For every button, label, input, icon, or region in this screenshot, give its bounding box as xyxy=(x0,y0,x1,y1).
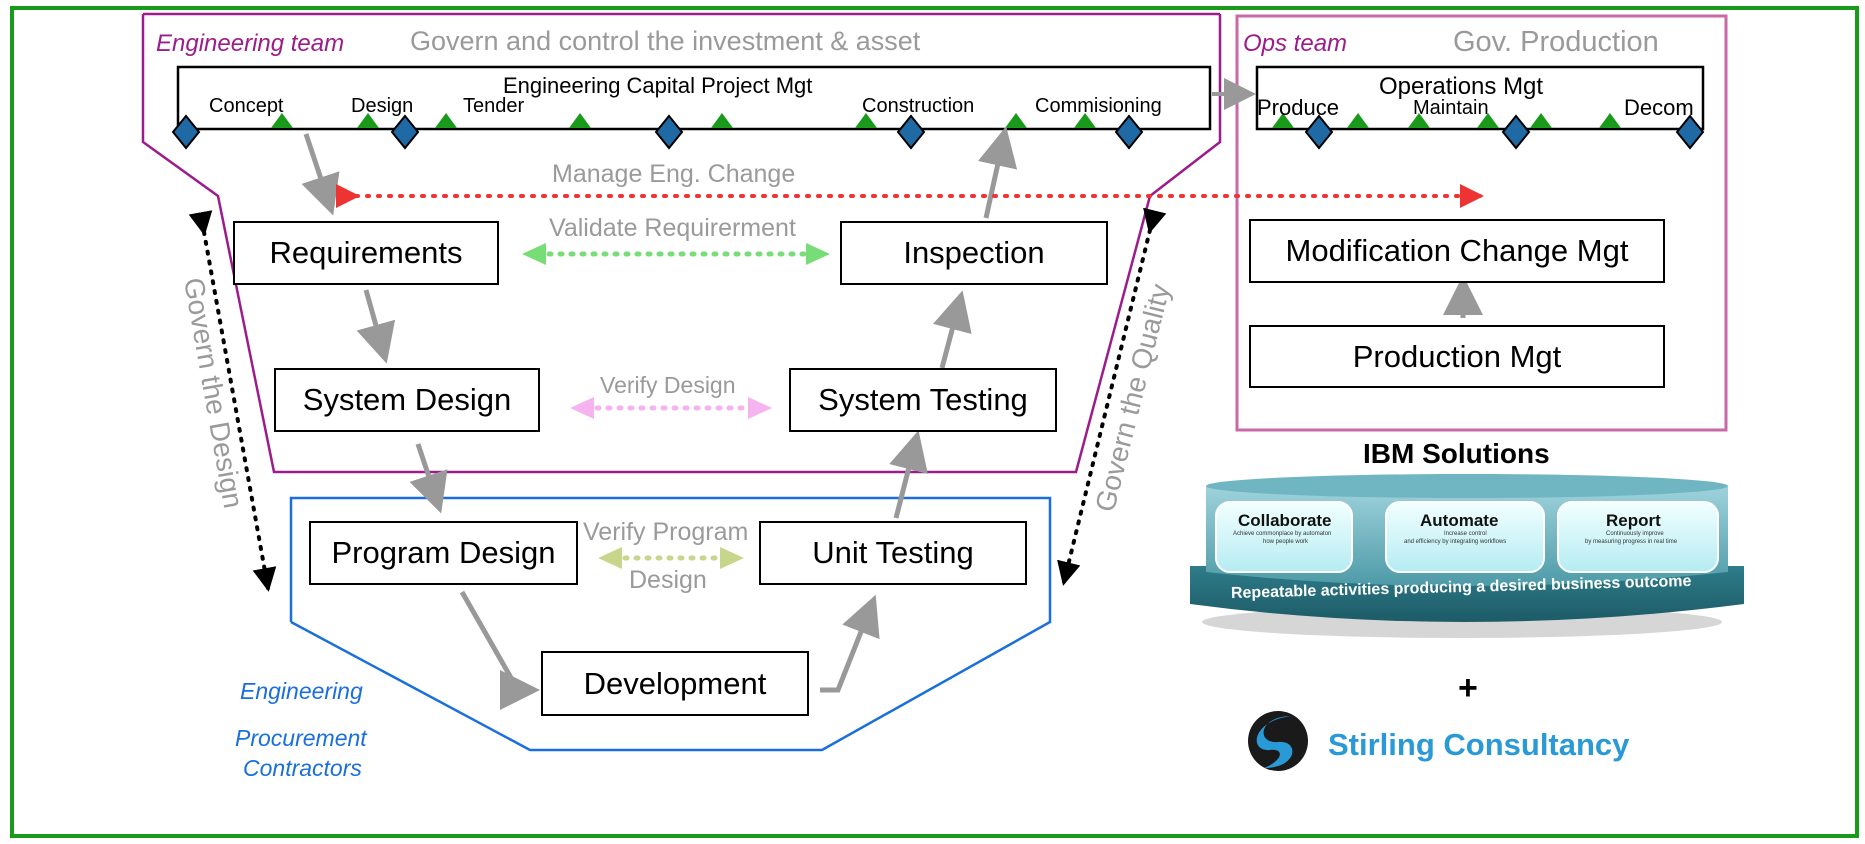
collaborate-card xyxy=(1215,501,1353,573)
modification-change-box: Modification Change Mgt xyxy=(1249,219,1665,283)
outer-frame xyxy=(10,6,1859,838)
milestone-triangle xyxy=(435,113,457,128)
system-testing-box: System Testing xyxy=(789,368,1057,432)
govern-design-arrow xyxy=(188,210,277,592)
report-card xyxy=(1557,501,1719,573)
milestone-diamond xyxy=(1304,114,1334,150)
contractors-line-3: Contractors xyxy=(243,755,362,781)
manage-change-label: Manage Eng. Change xyxy=(552,160,796,188)
automate-desc-1: Increase control xyxy=(1444,531,1487,537)
phase-produce: Produce xyxy=(1257,95,1339,120)
stirling-logo-icon xyxy=(1248,711,1308,771)
collaborate-title: Collaborate xyxy=(1238,511,1332,530)
milestone-triangle xyxy=(1074,113,1096,128)
unit-testing-box: Unit Testing xyxy=(759,521,1027,585)
requirements-to-system-design-arrow xyxy=(356,289,396,364)
milestone-triangle xyxy=(1599,113,1621,128)
govern-quality-arrow xyxy=(1057,207,1167,586)
requirements-box: Requirements xyxy=(233,221,499,285)
flow-arrows xyxy=(301,126,1483,710)
engineering-diamonds xyxy=(171,114,1144,150)
automate-card xyxy=(1385,501,1545,573)
milestone-triangle xyxy=(711,113,733,128)
ops-diamonds xyxy=(1304,114,1705,150)
plus-sign: + xyxy=(1458,669,1478,707)
ops-team-outline xyxy=(1235,14,1728,432)
milestone-triangle xyxy=(1272,113,1294,128)
milestone-triangle xyxy=(1347,113,1369,128)
collaborate-desc-2: how people work xyxy=(1263,539,1309,545)
inspection-to-commisioning-arrow xyxy=(978,126,1018,219)
verify-program-label-1: Verify Program xyxy=(583,518,749,546)
engineering-team-subtitle: Govern and control the investment & asse… xyxy=(410,26,921,56)
collaborate-desc-1: Achieve commonplace by automaton xyxy=(1233,531,1332,537)
verify-program-head-left xyxy=(598,547,622,569)
ops-bar-title: Operations Mgt xyxy=(1379,73,1544,100)
production-mgt-box: Production Mgt xyxy=(1249,325,1665,388)
ops-team-subtitle: Gov. Production xyxy=(1453,26,1659,58)
milestone-diamond xyxy=(1114,114,1144,150)
phase-commisioning: Commisioning xyxy=(1035,95,1162,117)
validate-link-head-left xyxy=(522,243,546,265)
system-design-to-program-design-arrow xyxy=(409,443,448,514)
milestone-triangle xyxy=(1408,113,1430,128)
milestone-diamond xyxy=(1501,114,1531,150)
phase-design: Design xyxy=(351,95,414,117)
concept-to-requirements-arrow xyxy=(301,133,340,216)
milestone-triangle xyxy=(1477,113,1499,128)
automate-title: Automate xyxy=(1420,511,1499,530)
ops-team-label: Ops team xyxy=(1243,30,1348,57)
system-design-box: System Design xyxy=(274,368,540,432)
milestone-triangle xyxy=(855,113,877,128)
ibm-solutions-title: IBM Solutions xyxy=(1363,438,1550,469)
contractors-line-1: Engineering xyxy=(240,678,363,704)
contractors-line-2: Procurement xyxy=(235,725,367,751)
report-title: Report xyxy=(1606,511,1661,530)
milestone-triangle xyxy=(1530,113,1552,128)
phase-construction: Construction xyxy=(862,95,975,117)
ibm-solutions-graphic xyxy=(1190,474,1744,638)
engineering-project-bar xyxy=(176,65,1212,131)
phase-concept: Concept xyxy=(209,95,284,117)
verify-design-label: Verify Design xyxy=(600,372,736,398)
program-design-to-development-arrow xyxy=(459,590,540,710)
milestone-diamond xyxy=(654,114,684,150)
milestone-triangle xyxy=(1005,113,1027,128)
development-box: Development xyxy=(541,651,809,716)
phase-tender: Tender xyxy=(463,95,525,117)
milestone-triangle xyxy=(357,113,379,128)
stirling-name: Stirling Consultancy xyxy=(1328,727,1630,762)
engineering-team-outline xyxy=(141,14,1222,474)
milestone-diamond xyxy=(390,114,420,150)
engineering-bar-title: Engineering Capital Project Mgt xyxy=(503,73,813,98)
milestone-diamond xyxy=(896,114,926,150)
program-design-box: Program Design xyxy=(309,521,578,585)
milestone-diamond xyxy=(1675,114,1705,150)
operations-bar xyxy=(1255,65,1705,131)
engineering-milestones xyxy=(271,113,1096,128)
report-desc-2: by measuring progress in real time xyxy=(1585,539,1678,545)
unit-testing-to-system-testing-arrow xyxy=(889,430,928,519)
report-desc-1: Continuously improve xyxy=(1606,531,1664,537)
validate-link-head-right xyxy=(806,243,830,265)
development-to-unit-testing-arrow xyxy=(820,594,880,693)
validate-label: Validate Requirerment xyxy=(549,214,796,242)
milestone-triangle xyxy=(569,113,591,128)
phase-maintain: Maintain xyxy=(1413,97,1489,119)
verify-program-head-right xyxy=(720,547,744,569)
contractors-outline xyxy=(289,496,1052,752)
phase-decom: Decom xyxy=(1624,95,1694,120)
verify-program-label-2: Design xyxy=(629,566,707,594)
ops-milestones xyxy=(1272,113,1621,128)
system-testing-to-inspection-arrow xyxy=(932,290,972,369)
automate-desc-2: and efficiency by integrating workflows xyxy=(1404,539,1507,545)
engineering-team-label: Engineering team xyxy=(156,30,345,57)
verify-design-head-left xyxy=(570,397,594,419)
milestone-triangle xyxy=(271,113,293,128)
verify-design-head-right xyxy=(748,397,772,419)
inspection-box: Inspection xyxy=(840,221,1108,285)
milestone-diamond xyxy=(171,114,201,150)
